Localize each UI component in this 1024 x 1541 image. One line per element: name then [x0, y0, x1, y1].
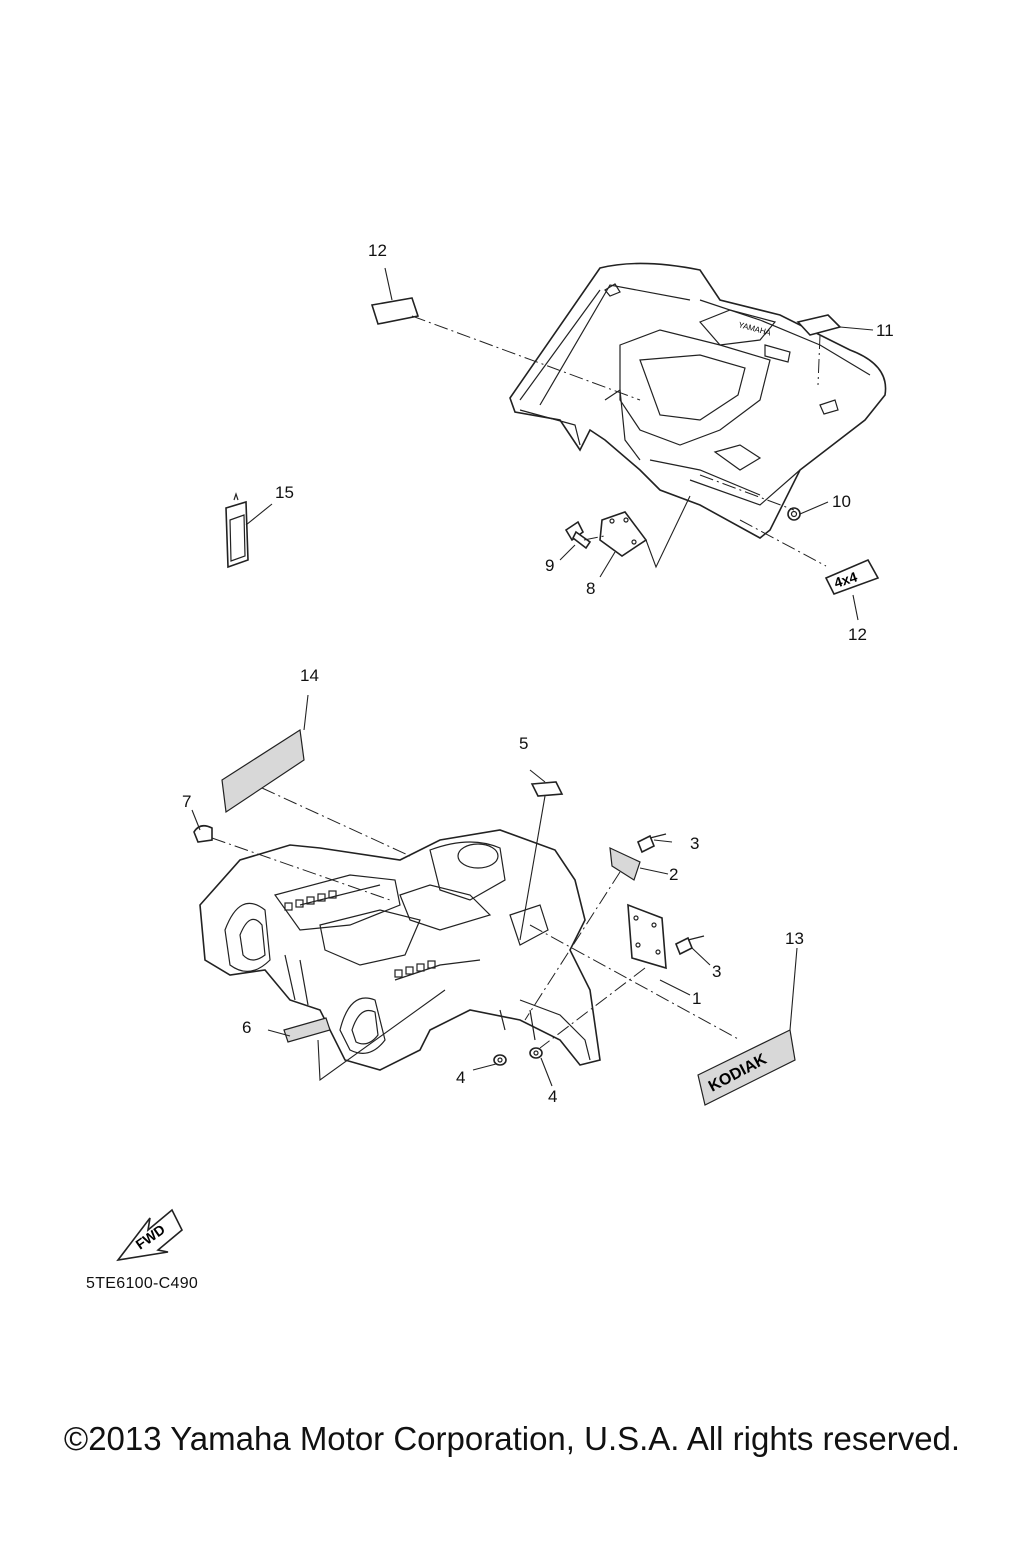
- callout-3-lower: 3: [712, 962, 722, 981]
- callout-4-right: 4: [548, 1087, 558, 1106]
- bracket-2: [609, 847, 641, 881]
- rear-fender: YAMAHA: [509, 262, 887, 539]
- plate-8: [599, 511, 648, 557]
- rivet-9: [564, 520, 592, 550]
- front-fender: [199, 829, 601, 1071]
- callout-9: 9: [545, 556, 555, 575]
- screw-3-upper: [636, 833, 667, 854]
- copyright-notice: ©2013 Yamaha Motor Corporation, U.S.A. A…: [63, 1420, 961, 1457]
- label-12-upper: [370, 297, 420, 325]
- decal-kodiak-13: KODIAK: [697, 1029, 796, 1106]
- label-5: [530, 781, 564, 797]
- callout-11: 11: [876, 321, 894, 340]
- emblem-4x4-12: 4x4: [824, 558, 880, 595]
- emblem-4x4-text: 4x4: [832, 568, 859, 591]
- front-fender-vents: [284, 890, 436, 978]
- decal-14: [221, 728, 305, 814]
- callout-7: 7: [182, 792, 192, 811]
- callout-12-lower: 12: [848, 625, 867, 644]
- fwd-arrow-icon: FWD: [116, 1208, 183, 1262]
- washer-4-right: [529, 1047, 543, 1059]
- callout-5: 5: [519, 734, 529, 753]
- drawing-code: 5TE6100-C490: [86, 1275, 199, 1292]
- rear-leader-lines: [245, 267, 874, 621]
- label-15: [225, 492, 249, 569]
- washer-4-left: [493, 1054, 507, 1066]
- screw-3-lower: [674, 935, 705, 956]
- callout-10: 10: [832, 492, 851, 511]
- callout-3-upper: 3: [690, 834, 700, 853]
- callout-8: 8: [586, 579, 596, 598]
- panel-1: [627, 903, 667, 970]
- callout-2: 2: [669, 865, 679, 884]
- callout-14: 14: [300, 666, 319, 685]
- callout-6: 6: [242, 1018, 252, 1037]
- callout-1: 1: [692, 989, 702, 1008]
- callout-12-upper: 12: [368, 241, 387, 260]
- cap-7: [193, 824, 213, 843]
- label-6: [283, 1017, 331, 1043]
- callout-15: 15: [275, 483, 294, 502]
- front-leader-lines: [191, 694, 798, 1087]
- callout-13: 13: [785, 929, 804, 948]
- callout-4-left: 4: [456, 1068, 466, 1087]
